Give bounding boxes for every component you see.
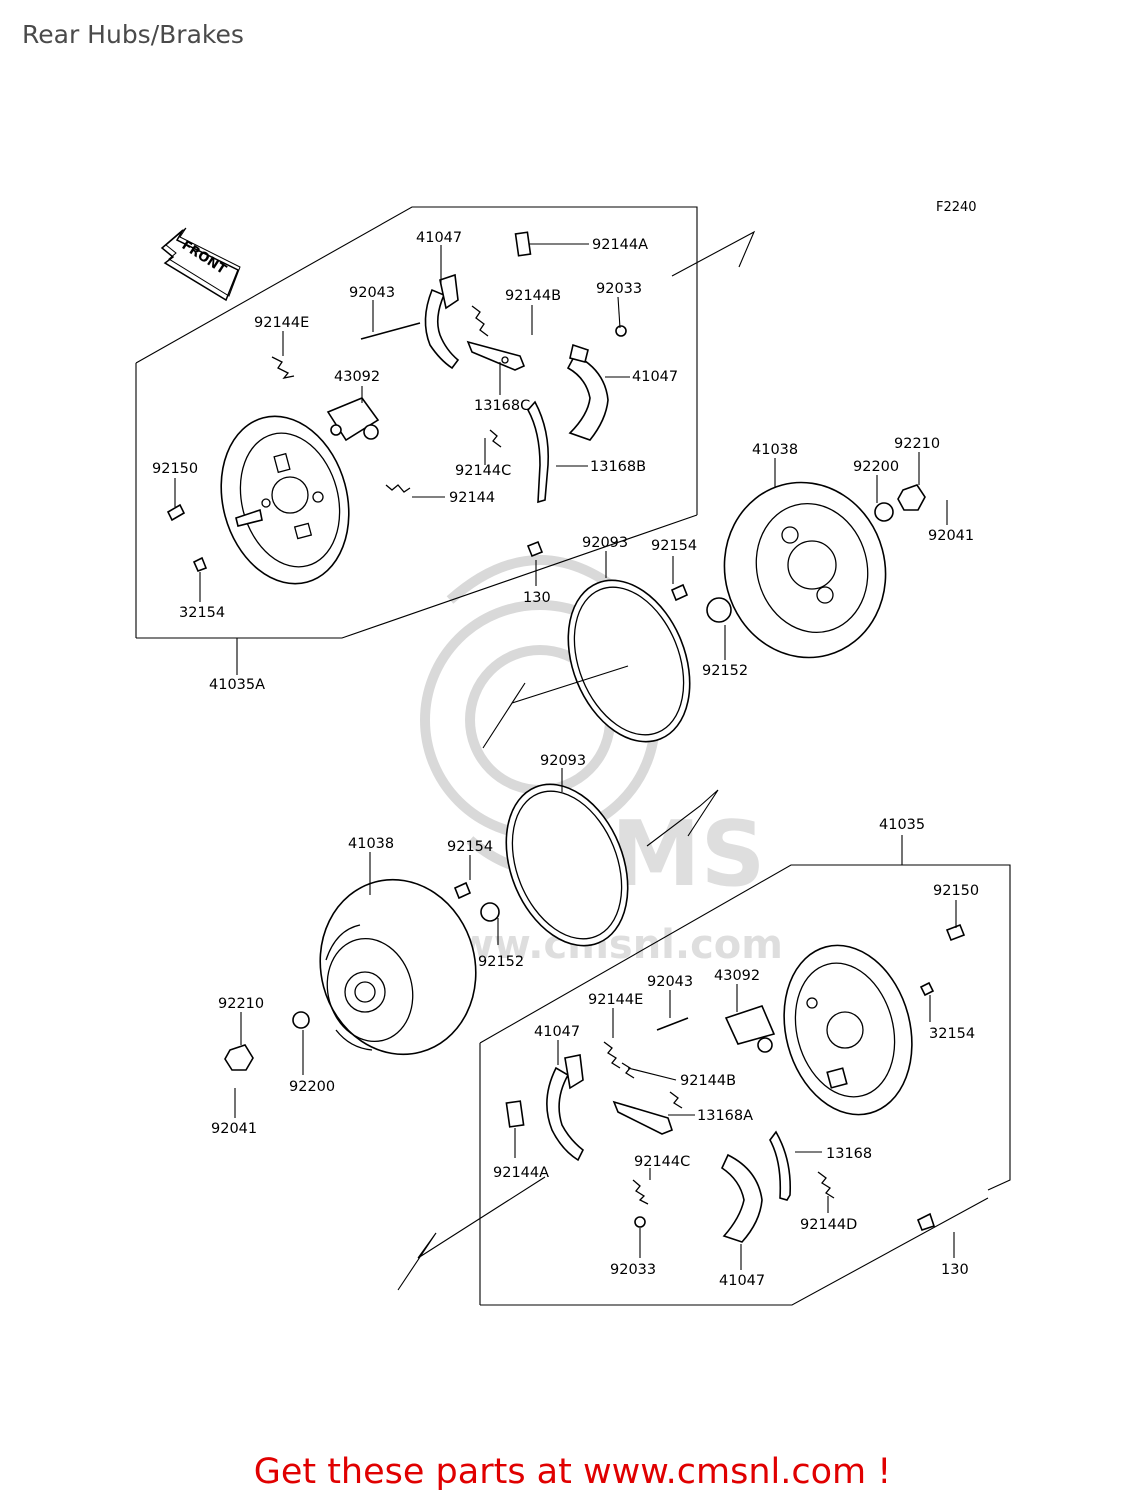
page-title: Rear Hubs/Brakes	[22, 20, 244, 49]
callout-92043-lower: 92043	[647, 974, 693, 990]
brake-shoe-upper-2	[566, 343, 609, 441]
brake-panel-upper	[220, 415, 350, 585]
callout-92033-lower: 92033	[610, 1262, 656, 1278]
callout-41047-lower: 41047	[534, 1024, 580, 1040]
callout-92152: 92152	[702, 663, 748, 679]
callout-92144E-lower: 92144E	[588, 992, 643, 1008]
small-parts-upper	[166, 231, 627, 573]
callout-32154-lower: 32154	[929, 1026, 975, 1042]
callout-41035A: 41035A	[209, 677, 265, 693]
callout-43092: 43092	[334, 369, 380, 385]
callout-92200-lower: 92200	[289, 1079, 335, 1095]
callout-92144C-lower: 92144C	[634, 1154, 690, 1170]
brake-shoe-lower-1	[546, 1054, 585, 1162]
callout-92144D: 92144D	[800, 1217, 857, 1233]
seal-92093-lower	[505, 783, 629, 947]
callout-41047: 41047	[416, 230, 462, 246]
callout-92144B: 92144B	[505, 288, 561, 304]
callout-41047-b: 41047	[632, 369, 678, 385]
lever-13168C	[466, 340, 526, 371]
callout-92144C: 92144C	[455, 463, 511, 479]
callout-13168: 13168	[826, 1146, 872, 1162]
lower-assembly-outline	[397, 864, 1011, 1306]
callouts: 41047 92144A 92043 92144B 92033 92144E 4…	[152, 230, 979, 1289]
leader-lines	[174, 243, 957, 1270]
callout-130: 130	[523, 590, 551, 606]
callout-92152-lower: 92152	[478, 954, 524, 970]
callout-92093: 92093	[582, 535, 628, 551]
callout-92093-lower: 92093	[540, 753, 586, 769]
callout-92043: 92043	[349, 285, 395, 301]
small-parts-lower	[505, 1017, 936, 1231]
callout-130-lower: 130	[941, 1262, 969, 1278]
callout-92150: 92150	[152, 461, 198, 477]
front-arrow-icon: FRONT	[160, 227, 241, 302]
callout-92210: 92210	[894, 436, 940, 452]
brake-shoe-lower-2	[720, 1153, 763, 1243]
callout-41038-lower: 41038	[348, 836, 394, 852]
callout-41038: 41038	[752, 442, 798, 458]
callout-41035: 41035	[879, 817, 925, 833]
callout-13168A: 13168A	[697, 1108, 753, 1124]
callout-92144B-lower: 92144B	[680, 1073, 736, 1089]
callout-32154: 32154	[179, 605, 225, 621]
callout-92144: 92144	[449, 490, 495, 506]
lever-13168	[769, 1130, 792, 1201]
callout-92144E: 92144E	[254, 315, 309, 331]
brake-panel-lower	[783, 923, 966, 1116]
wheel-cylinder-lower	[724, 1005, 776, 1053]
callout-92144A: 92144A	[592, 237, 648, 253]
brake-drum-lower	[224, 878, 500, 1071]
seal-92093-upper	[567, 579, 691, 743]
wheel-cylinder-upper	[326, 397, 380, 442]
callout-92200: 92200	[853, 459, 899, 475]
lever-13168B	[527, 400, 550, 504]
callout-92033: 92033	[596, 281, 642, 297]
callout-92041-lower: 92041	[211, 1121, 257, 1137]
brake-drum-upper	[670, 481, 926, 659]
callout-43092-lower: 43092	[714, 968, 760, 984]
callout-92144A-lower: 92144A	[493, 1165, 549, 1181]
upper-assembly-outline	[135, 206, 756, 639]
lever-13168A	[612, 1100, 673, 1135]
callout-92154-lower: 92154	[447, 839, 493, 855]
callout-92210-lower: 92210	[218, 996, 264, 1012]
diagram-code: F2240	[936, 200, 977, 215]
callout-13168C: 13168C	[474, 398, 530, 414]
callout-92041: 92041	[928, 528, 974, 544]
callout-41047-lower-b: 41047	[719, 1273, 765, 1289]
callout-92150-lower: 92150	[933, 883, 979, 899]
callout-13168B: 13168B	[590, 459, 646, 475]
footer-promo-link[interactable]: Get these parts at www.cmsnl.com !	[253, 1452, 892, 1492]
callout-92154: 92154	[651, 538, 697, 554]
brake-shoe-upper-1	[424, 273, 460, 370]
